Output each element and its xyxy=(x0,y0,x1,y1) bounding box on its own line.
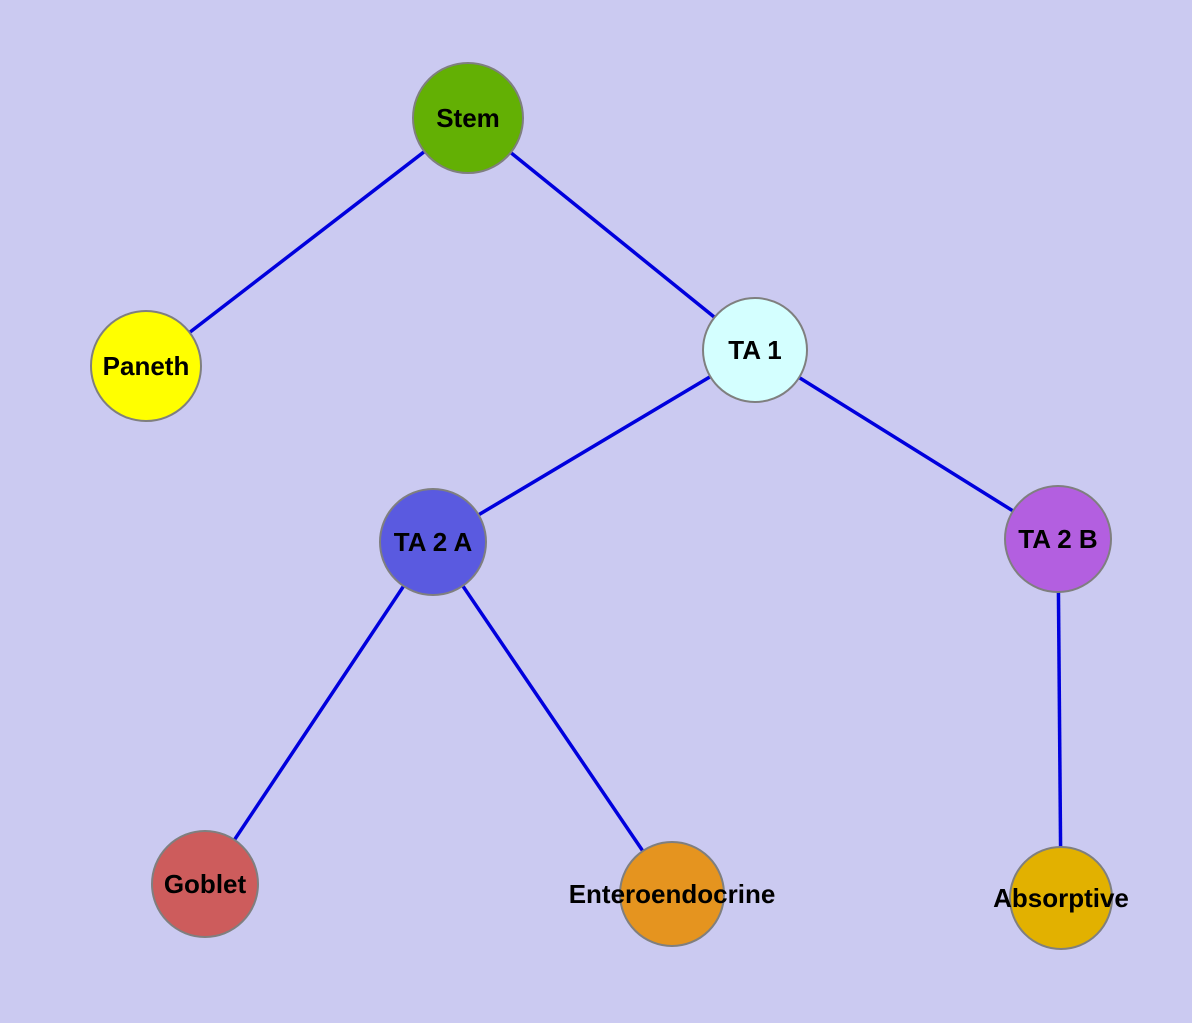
edge-stem-to-ta-1 xyxy=(466,116,757,352)
node-ta-2-b[interactable]: TA 2 B xyxy=(1004,485,1112,593)
node-stem[interactable]: Stem xyxy=(412,62,524,174)
node-circle-ta-1[interactable] xyxy=(702,297,808,403)
node-circle-goblet[interactable] xyxy=(151,830,259,938)
node-circle-absorptive[interactable] xyxy=(1009,846,1113,950)
node-circle-ta-2-a[interactable] xyxy=(379,488,487,596)
node-goblet[interactable]: Goblet xyxy=(151,830,259,938)
node-circle-enteroendocrine[interactable] xyxy=(619,841,725,947)
edge-layer xyxy=(144,116,1063,899)
edge-ta-1-to-ta-2-a xyxy=(432,348,756,544)
edge-ta-2-a-to-enteroendocrine xyxy=(431,541,674,895)
edge-ta-2-a-to-goblet xyxy=(203,541,435,885)
node-circle-paneth[interactable] xyxy=(90,310,202,422)
node-ta-1[interactable]: TA 1 xyxy=(702,297,808,403)
node-ta-2-a[interactable]: TA 2 A xyxy=(379,488,487,596)
edge-ta-1-to-ta-2-b xyxy=(754,348,1059,541)
node-circle-ta-2-b[interactable] xyxy=(1004,485,1112,593)
edge-ta-2-b-to-absorptive xyxy=(1056,538,1063,899)
node-circle-stem[interactable] xyxy=(412,62,524,174)
edge-stem-to-paneth xyxy=(144,116,470,368)
node-paneth[interactable]: Paneth xyxy=(90,310,202,422)
